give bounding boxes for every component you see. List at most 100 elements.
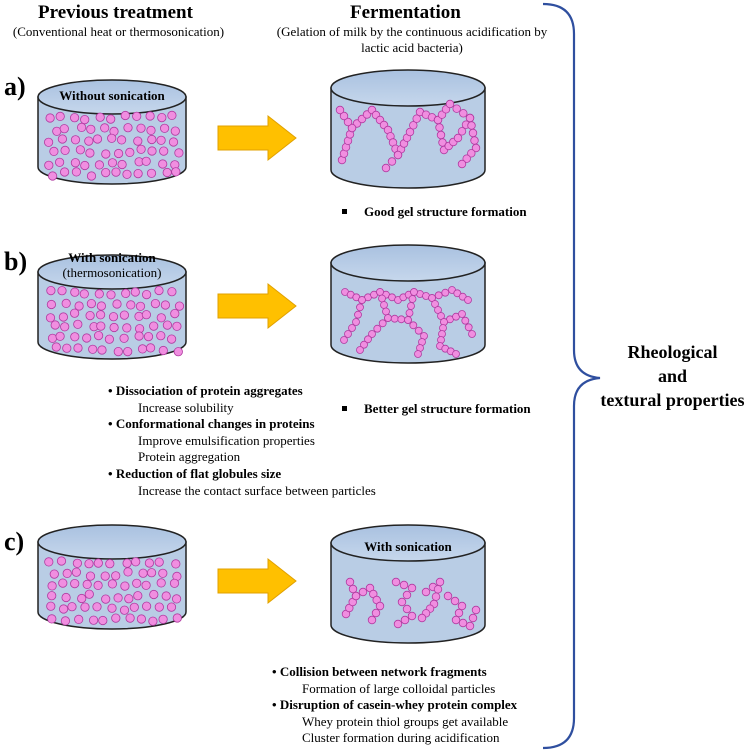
particle bbox=[136, 144, 146, 154]
particle bbox=[132, 578, 142, 588]
particle bbox=[54, 157, 65, 167]
particle bbox=[462, 154, 471, 163]
particle bbox=[393, 619, 403, 629]
particle bbox=[141, 580, 151, 590]
particle bbox=[46, 601, 56, 611]
particle bbox=[84, 559, 94, 569]
particle bbox=[453, 133, 463, 143]
cylinder-label-with-sonication-c: With sonication bbox=[364, 539, 452, 554]
particle bbox=[409, 121, 418, 130]
particle bbox=[171, 167, 181, 177]
particle bbox=[445, 99, 455, 109]
particle bbox=[167, 110, 177, 121]
effect-title: • Conformational changes in proteins bbox=[108, 416, 315, 432]
effect-detail: Increase the contact surface between par… bbox=[138, 482, 376, 498]
particle bbox=[410, 288, 418, 296]
particle bbox=[70, 308, 80, 318]
cylinder-label-with-sonication: With sonication bbox=[68, 250, 156, 265]
particle bbox=[131, 557, 141, 567]
particle bbox=[373, 324, 382, 333]
particle bbox=[457, 127, 467, 136]
particle bbox=[464, 323, 473, 332]
particle bbox=[158, 614, 168, 624]
arrow-a bbox=[217, 114, 297, 162]
particle bbox=[84, 136, 94, 146]
particle bbox=[51, 342, 61, 352]
particle bbox=[428, 294, 436, 302]
particle bbox=[45, 113, 55, 123]
particle bbox=[146, 168, 157, 178]
particle bbox=[55, 331, 65, 341]
particle bbox=[104, 334, 115, 344]
particle bbox=[168, 137, 179, 147]
particle bbox=[417, 613, 427, 623]
particle bbox=[368, 330, 376, 338]
particle bbox=[107, 579, 118, 589]
particle bbox=[44, 160, 54, 170]
particle bbox=[119, 333, 129, 343]
particle bbox=[441, 288, 450, 297]
outcome-line: Rheological bbox=[627, 342, 718, 362]
panel-label-b: b) bbox=[4, 247, 28, 276]
particle bbox=[85, 571, 96, 581]
particle bbox=[43, 137, 54, 147]
particle bbox=[49, 146, 59, 156]
particle bbox=[471, 143, 481, 153]
particle bbox=[435, 123, 444, 132]
particle bbox=[170, 126, 180, 136]
particle bbox=[93, 558, 103, 568]
particle bbox=[75, 145, 86, 155]
particle bbox=[351, 591, 361, 601]
particle bbox=[107, 133, 117, 143]
particle bbox=[70, 158, 81, 168]
particle bbox=[86, 298, 97, 309]
particle bbox=[434, 306, 442, 314]
particle bbox=[89, 615, 99, 625]
particle bbox=[405, 309, 414, 317]
outcome-line: and bbox=[657, 366, 688, 386]
effect-detail: Formation of large colloidal particles bbox=[302, 680, 496, 696]
particle bbox=[137, 344, 148, 354]
effect-detail: Whey protein thiol groups get available bbox=[302, 713, 509, 729]
bullet-square bbox=[342, 406, 347, 411]
particle bbox=[56, 556, 67, 566]
particle bbox=[380, 301, 388, 309]
particle bbox=[100, 571, 110, 581]
particle bbox=[47, 333, 58, 343]
particle bbox=[443, 591, 453, 601]
particle bbox=[57, 134, 68, 144]
particle bbox=[96, 321, 106, 331]
particle bbox=[123, 567, 133, 577]
particle bbox=[144, 558, 154, 568]
effect-title: • Dissociation of protein aggregates bbox=[108, 383, 303, 398]
particle bbox=[136, 123, 146, 133]
particle bbox=[60, 616, 71, 626]
effects-list-c: • Collision between network fragments Fo… bbox=[272, 664, 517, 747]
particle bbox=[60, 145, 70, 155]
particle bbox=[393, 150, 403, 160]
particle bbox=[88, 344, 98, 354]
particle bbox=[160, 300, 170, 310]
particle bbox=[347, 123, 357, 133]
particle bbox=[70, 113, 80, 123]
particle bbox=[158, 159, 168, 169]
particle bbox=[457, 601, 467, 611]
particle bbox=[111, 571, 121, 581]
particle bbox=[85, 148, 95, 158]
particle bbox=[378, 319, 387, 328]
particle bbox=[107, 158, 118, 168]
particle bbox=[82, 333, 92, 343]
particle bbox=[458, 310, 466, 318]
particle bbox=[117, 159, 127, 170]
particle bbox=[354, 310, 362, 319]
particle bbox=[119, 605, 130, 615]
particle bbox=[408, 295, 417, 303]
particle bbox=[170, 308, 180, 319]
particle bbox=[409, 321, 418, 330]
particle bbox=[117, 135, 127, 145]
particle bbox=[135, 301, 146, 311]
particle bbox=[79, 289, 89, 299]
particles-dispersed bbox=[44, 556, 182, 626]
particle bbox=[172, 613, 182, 623]
particle bbox=[464, 296, 472, 304]
